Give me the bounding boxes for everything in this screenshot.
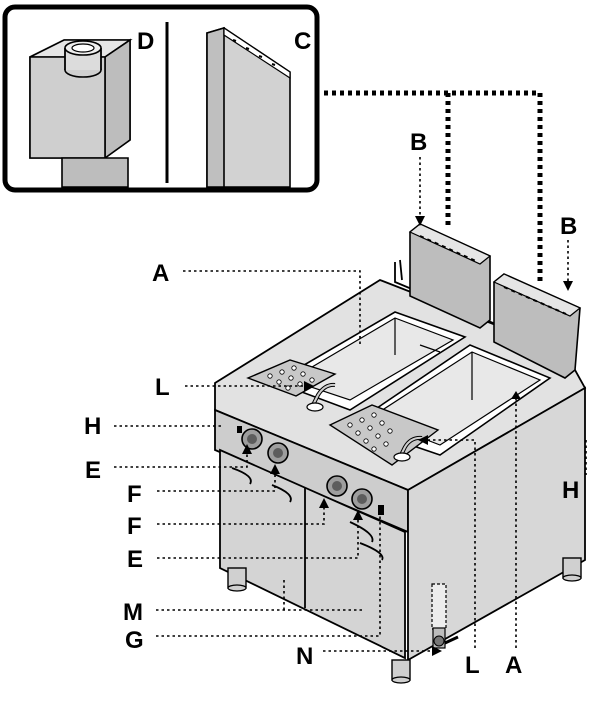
label-e-bottom: E [127,546,143,573]
control-knobs [237,426,384,515]
label-e-top: E [85,457,101,484]
inset-box: D C [2,4,320,193]
splash-guard-illustration [206,26,291,188]
label-f-top: F [127,481,142,508]
label-h-left: H [84,413,101,440]
label-b-left: B [410,129,427,156]
label-m: M [123,599,143,626]
label-f-bottom: F [127,513,142,540]
label-a-top: A [152,260,169,287]
flue-outlet-illustration [29,38,133,188]
callout-labels: B B A L H H E F F E M G N L A [84,129,579,679]
inset-label-c: C [294,28,311,55]
drain-valve [431,583,459,649]
fryer-feet [227,557,582,684]
label-n: N [296,643,313,670]
inset-label-d: D [137,28,154,55]
fryer-appliance [214,223,587,684]
splash-guard-right [492,273,582,379]
label-l-left: L [155,374,170,401]
inset-connector-lines [324,90,543,282]
label-b-right: B [560,213,577,240]
label-h-right: H [562,477,579,504]
label-l-bottom: L [465,652,480,679]
leader-lines [114,157,587,656]
label-g: G [125,627,144,654]
splash-guard-left [408,223,492,329]
label-a-bottom: A [505,652,522,679]
